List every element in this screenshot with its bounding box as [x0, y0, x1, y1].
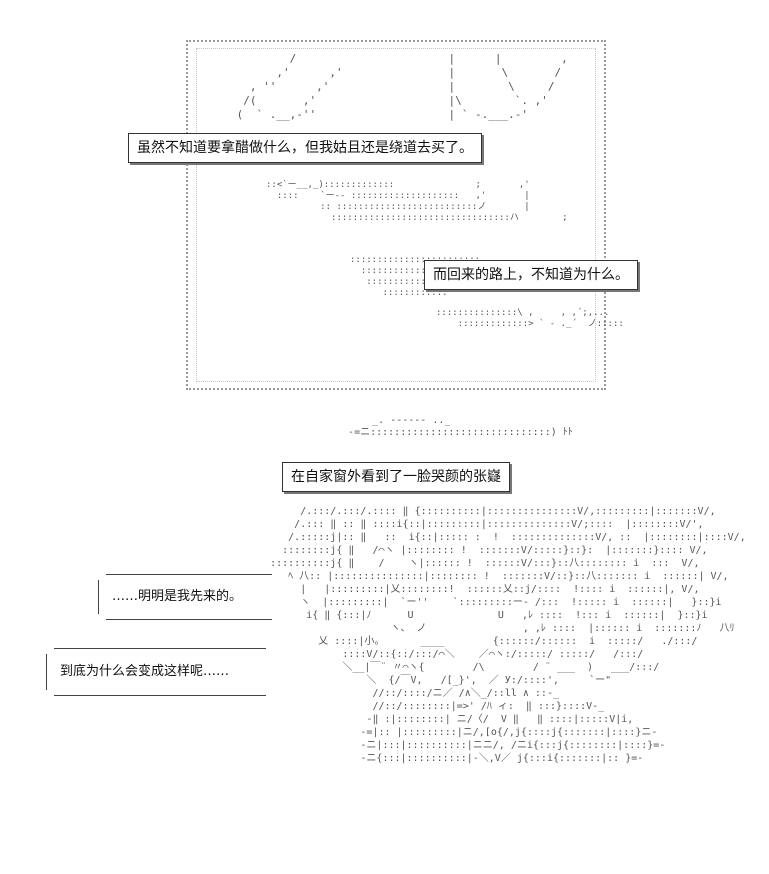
- speech-bubble-first-text: ……明明是我先来的。: [112, 589, 243, 604]
- narration-caption-vinegar: 虽然不知道要拿醋做什么，但我姑且还是绕道去买了。: [128, 133, 482, 163]
- speech-bubble-second: 到底为什么会变成这样呢……: [46, 648, 274, 696]
- panel-art-right: :::::::::::::::\ , , ,´;,... :::::::::::…: [436, 308, 624, 329]
- character-head-top-art: _. ------ .._ -=ニ:::::::::::::::::::::::…: [348, 415, 573, 438]
- narration-caption-window: 在自家窗外看到了一脸哭颜的张嶷: [282, 462, 510, 492]
- panel-art-top: / | | , ,' ,' | \ / , '' ,' | \ / /( ,' …: [236, 52, 568, 121]
- panel-art-lower: :::::::::::::::::::::::: :::::::::::::::…: [350, 255, 481, 298]
- narration-caption-way-back: 而回来的路上，不知道为什么。: [424, 260, 638, 290]
- panel-art-middle: ::<`ー__,_)::::::::::::: ; ,' :::: `ー-- :…: [266, 180, 568, 223]
- character-body-art: /.:::/.:::/.:::: ‖ {::::::::::|:::::::::…: [270, 506, 746, 764]
- speech-bubble-first: ……明明是我先来的。: [98, 574, 280, 620]
- flashback-panel-border: [186, 40, 606, 390]
- flashback-panel-inner-border: [196, 48, 596, 382]
- speech-bubble-second-text: 到底为什么会变成这样呢……: [60, 664, 230, 679]
